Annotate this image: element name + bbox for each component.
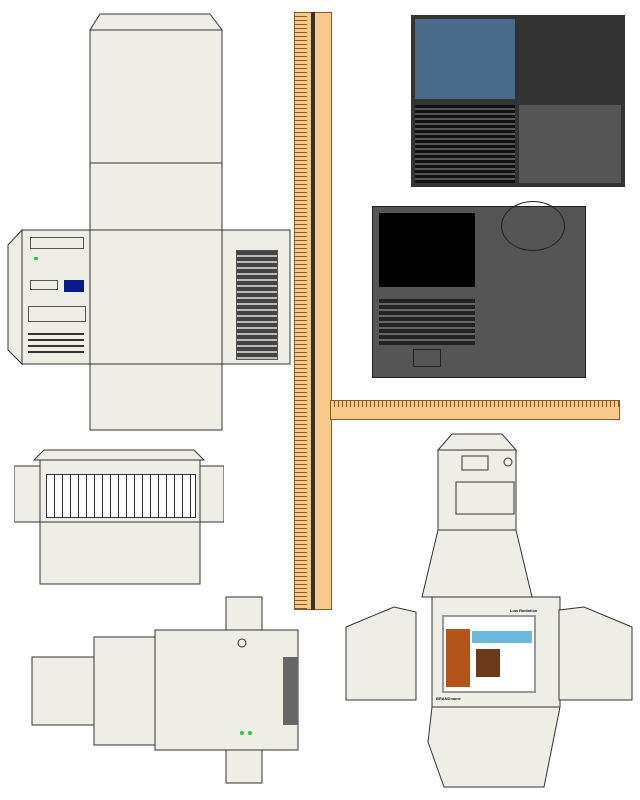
webpage-sidebar [446,629,470,687]
laptop-keyboard [415,105,515,183]
monitor-template: Low Radiation BRANDname [344,432,634,792]
vent-lines [28,333,84,355]
horizontal-ruler [330,400,620,420]
box-template [30,595,302,785]
keyboard-template [14,448,224,586]
laptop-lcd [379,213,475,287]
drive-bay [30,237,84,249]
buttons-row [28,306,86,322]
webpage-image [476,649,500,677]
led-icon [34,257,38,260]
tower-template [0,0,300,432]
tower-outline [7,13,291,431]
box-outline [31,596,299,784]
floppy-drive [30,280,58,290]
laptop-template-gray [372,201,586,378]
keyboard-keys [46,474,196,518]
laptop-photo-open [411,15,625,187]
lid-circle [501,201,565,251]
low-radiation-label: Low Radiation [510,608,538,613]
side-vent [236,250,278,360]
brand-label: BRANDname [436,696,461,701]
ruler-center-line [311,12,315,610]
laptop-underside [519,105,621,183]
monitor-outline [345,433,633,788]
laptop-screen [415,19,515,99]
monitor-screen [442,615,536,693]
laptop-keys [379,299,475,345]
webpage-banner [472,631,532,643]
blue-panel [64,280,84,292]
touchpad [413,349,441,367]
